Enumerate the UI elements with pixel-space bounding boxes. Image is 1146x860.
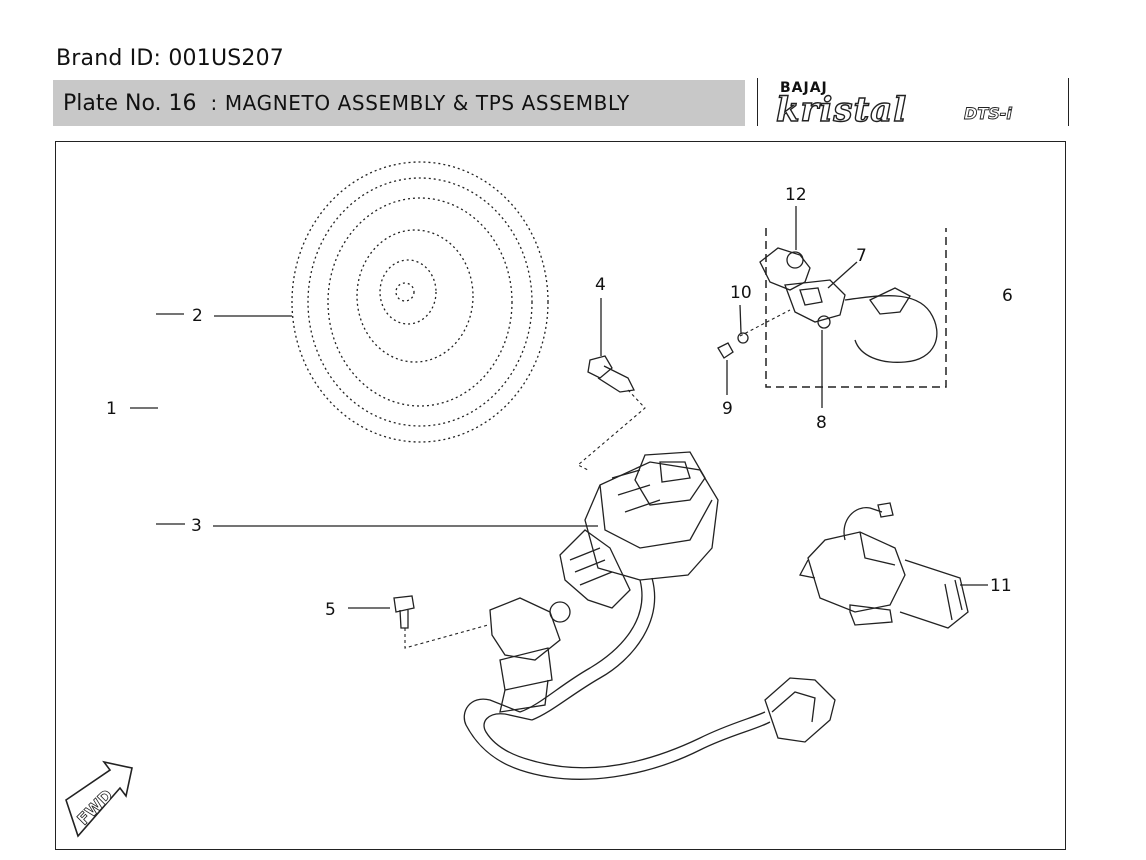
brand-id: Brand ID: 001US207: [56, 46, 285, 71]
callout-10: 10: [730, 283, 752, 303]
callout-5: 5: [325, 600, 336, 620]
logo-model: kristal: [775, 89, 908, 130]
diagram-frame: [55, 141, 1066, 850]
callout-8: 8: [816, 413, 827, 433]
callout-4: 4: [595, 275, 606, 295]
callout-7: 7: [856, 246, 867, 266]
bracket-assembly-drawing: [717, 247, 938, 363]
callout-11: 11: [990, 576, 1012, 596]
plate-number: Plate No. 16: [63, 90, 197, 116]
connector-lines: [404, 309, 791, 649]
flywheel-rotor-drawing: [291, 161, 549, 443]
callout-1: 1: [106, 399, 117, 419]
callout-3: 3: [191, 516, 202, 536]
callout-2: 2: [192, 306, 203, 326]
leader-lines: [130, 206, 988, 609]
tps-assembly-drawing: [799, 502, 969, 629]
fwd-arrow-icon: FWD: [65, 760, 133, 838]
callout-9: 9: [722, 399, 733, 419]
logo-variant: DTS-i: [964, 104, 1013, 124]
stator-assembly-drawing: [463, 451, 836, 780]
callout-12: 12: [785, 185, 807, 205]
screw-5-drawing: [393, 595, 415, 629]
plate-header-bar: Plate No. 16 : MAGNETO ASSEMBLY & TPS AS…: [53, 80, 745, 126]
bolt-4-drawing: [587, 355, 635, 393]
logo-maker: BAJAJ: [780, 80, 828, 96]
brand-logo: BAJAJ kristal DTS-i: [757, 78, 1069, 131]
group-box-6: [765, 228, 947, 388]
plate-title: : MAGNETO ASSEMBLY & TPS ASSEMBLY: [210, 91, 630, 115]
callout-6: 6: [1002, 286, 1013, 306]
